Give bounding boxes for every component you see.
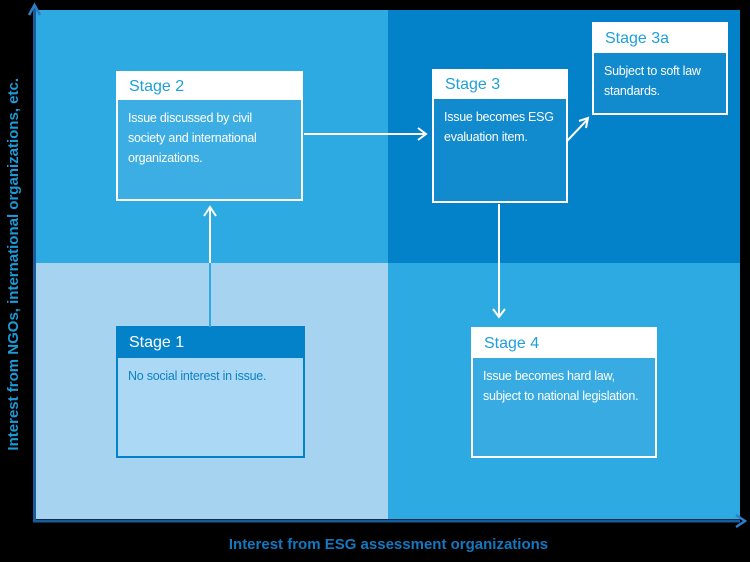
stage3a-title: Stage 3a — [605, 29, 670, 47]
stage3a-body: Subject to soft law standards. — [594, 53, 726, 113]
y-axis-label-wrap: Interest from NGOs, international organi… — [0, 10, 27, 519]
stage2-body: Issue discussed by civil society and int… — [118, 100, 301, 199]
stage2-box: Stage 2 Issue discussed by civil society… — [116, 71, 303, 201]
y-axis-label: Interest from NGOs, international organi… — [5, 78, 22, 451]
stage1-body: No social interest in issue. — [118, 358, 303, 456]
stage1-header: Stage 1 — [118, 328, 303, 358]
stage3-body: Issue becomes ESG evaluation item. — [434, 99, 566, 201]
stage1-title: Stage 1 — [129, 334, 185, 351]
stage2-title: Stage 2 — [129, 77, 185, 95]
stage3-header: Stage 3 — [434, 71, 566, 99]
stage3a-box: Stage 3a Subject to soft law standards. — [592, 22, 728, 115]
x-axis-label: Interest from ESG assessment organizatio… — [228, 536, 549, 553]
stage2-header: Stage 2 — [118, 73, 301, 100]
stage3-box: Stage 3 Issue becomes ESG evaluation ite… — [432, 69, 568, 203]
stage4-title: Stage 4 — [484, 334, 540, 352]
stage4-body: Issue becomes hard law, subject to natio… — [473, 358, 655, 456]
stage1-box: Stage 1 No social interest in issue. — [116, 326, 305, 458]
stage3-title: Stage 3 — [445, 76, 501, 93]
stage3a-header: Stage 3a — [594, 24, 726, 53]
stage4-box: Stage 4 Issue becomes hard law, subject … — [471, 327, 657, 458]
stage4-header: Stage 4 — [473, 329, 655, 358]
